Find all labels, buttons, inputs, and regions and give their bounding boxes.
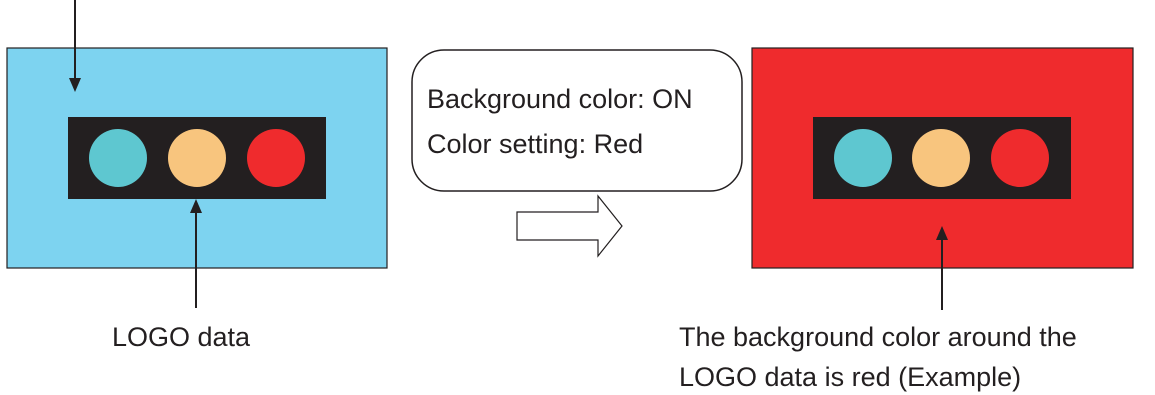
arrow-up-icon	[190, 199, 202, 213]
result-red-circle	[991, 129, 1049, 187]
original-screen	[6, 47, 388, 269]
callout-line-background: Background color: ON	[427, 84, 693, 114]
result-teal-circle	[834, 129, 892, 187]
result-peach-circle	[912, 129, 970, 187]
callout-line-color: Color setting: Red	[427, 129, 643, 159]
result-label-line1: The background color around the	[679, 322, 1077, 352]
original-red-circle	[247, 129, 305, 187]
original-peach-circle	[168, 129, 226, 187]
logo-data-pointer-arrow	[190, 199, 202, 308]
settings-callout: Background color: ON Color setting: Red	[411, 49, 743, 192]
original-teal-circle	[89, 129, 147, 187]
result-label-line2: LOGO data is red (Example)	[679, 362, 1021, 392]
background-pointer-arrow	[69, 0, 81, 92]
right-arrow-icon	[516, 194, 623, 258]
logo-data-label: LOGO data	[112, 322, 251, 352]
arrow-up-icon	[936, 226, 948, 240]
callout-box	[411, 49, 743, 192]
arrow-down-icon	[69, 78, 81, 92]
result-pointer-arrow	[936, 226, 948, 310]
